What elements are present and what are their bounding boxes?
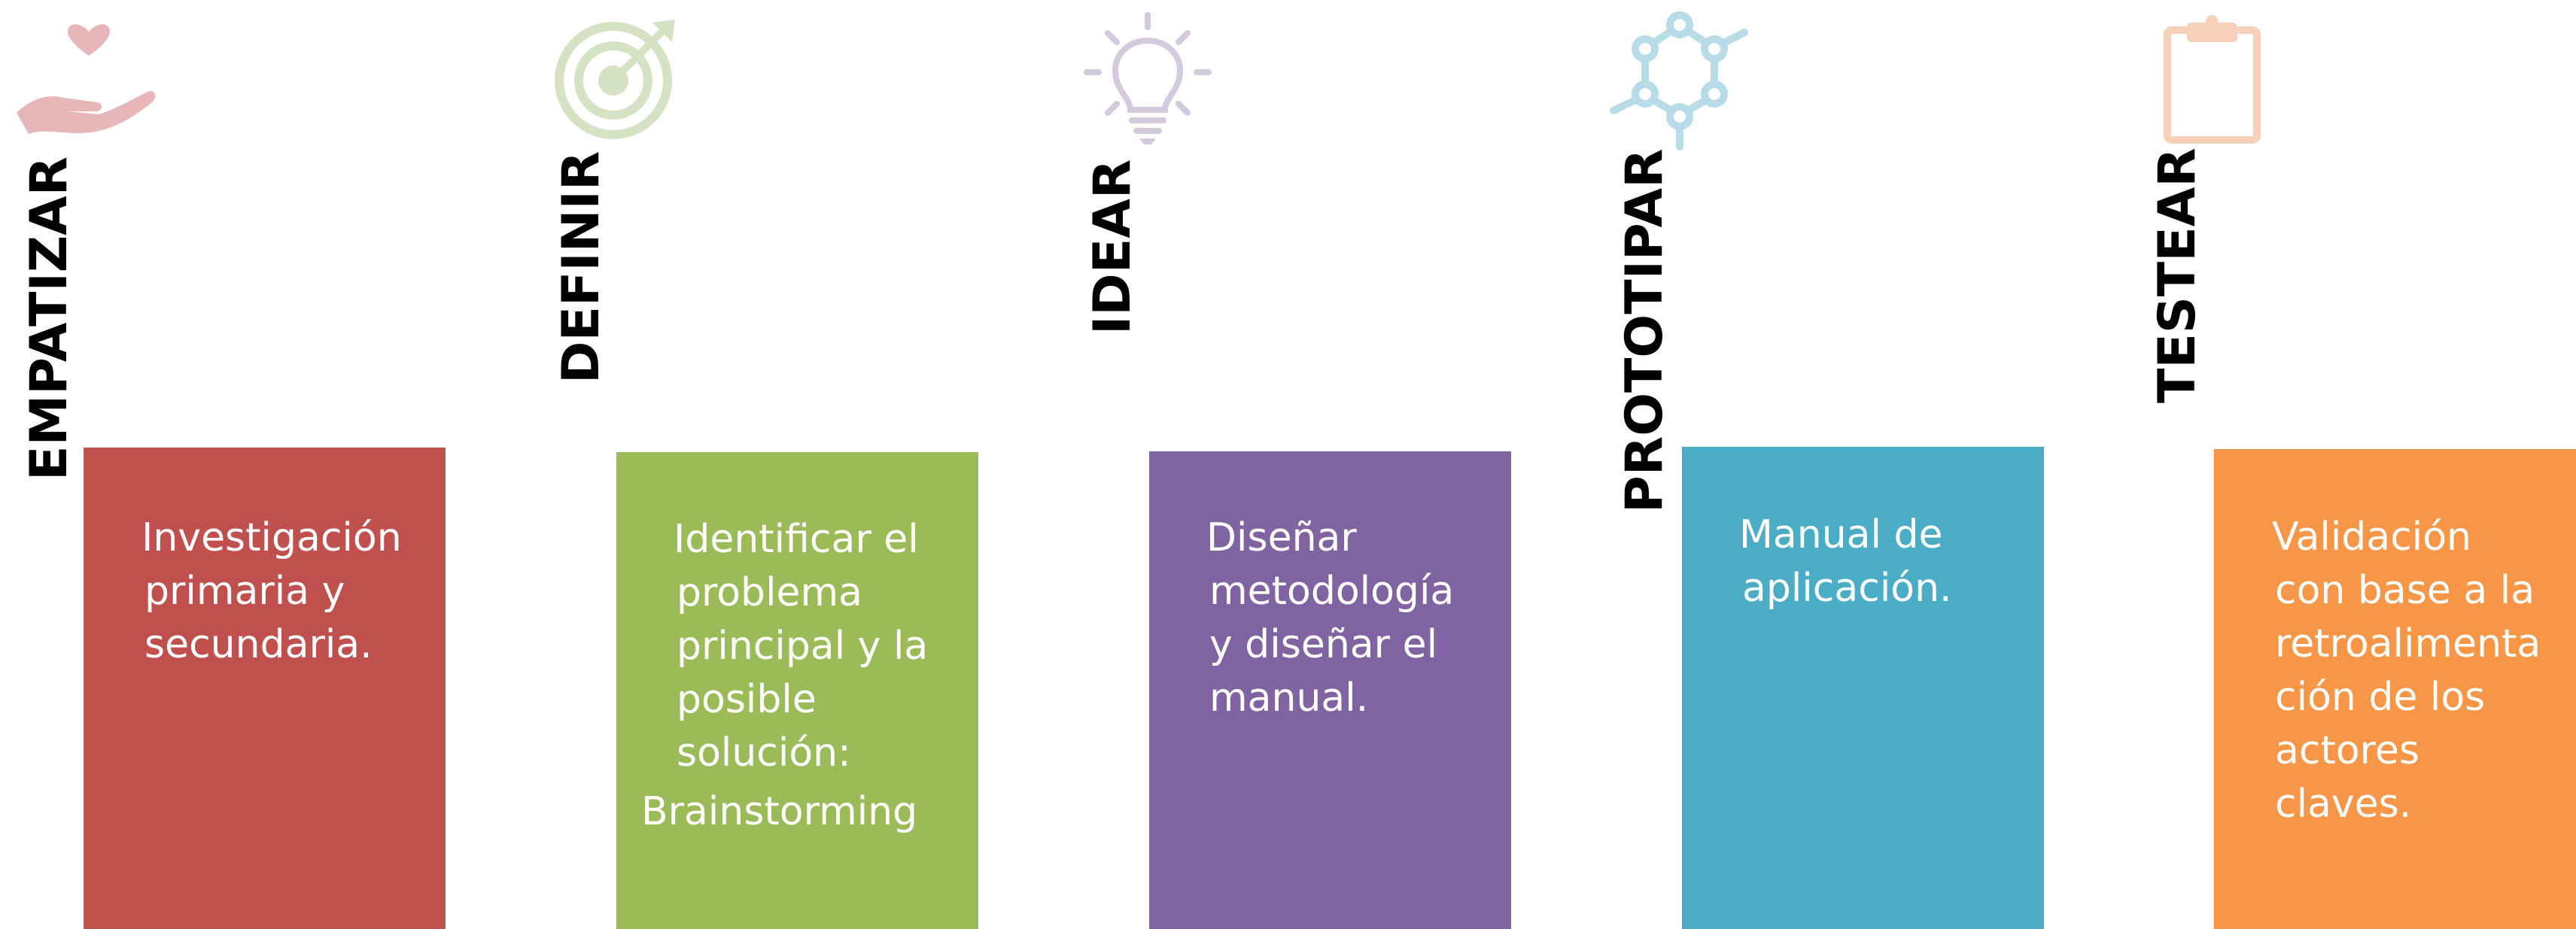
stage-text-empatizar: Investigación primaria y secundaria. [141,512,402,672]
text-line: retroalimenta [2275,621,2541,666]
svg-text:PROTOTIPAR: PROTOTIPAR [1615,149,1674,513]
text-line: primaria y [144,569,345,614]
text-line: actores [2275,728,2419,773]
text-line: Identificar el [674,517,919,562]
svg-text:EMPATIZAR: EMPATIZAR [20,156,79,481]
text-line: claves. [2275,782,2412,827]
text-line: solución: [677,730,851,776]
stage-text-idear: Diseñar metodología y diseñar el manual. [1206,512,1454,725]
text-line: Validación [2272,515,2471,560]
stage-text-prototipar: Manual de aplicación. [1739,509,1952,615]
text-line: principal y la [677,624,929,669]
text-line: con base a la [2275,568,2535,613]
stage-title-empatizar: EMPATIZAR [14,143,81,489]
svg-text:IDEAR: IDEAR [1083,159,1142,335]
stage-title-prototipar: PROTOTIPAR [1609,143,1677,519]
target-arrow-icon [553,17,677,141]
stage-extra-definir: Brainstorming [641,789,918,834]
stage-box-prototipar [1682,447,2044,929]
text-line: Manual de [1739,512,1943,557]
stage-text-testear: Validación con base a la retroalimenta c… [2272,511,2541,831]
text-line: problema [677,570,863,615]
stage-box-empatizar [84,448,446,929]
stage-box-idear [1149,451,1511,929]
stage-title-definir: DEFINIR [546,143,613,399]
stage-box-testear [2214,449,2576,929]
text-line: secundaria. [144,622,373,667]
stage-title-testear: TESTEAR [2142,143,2210,414]
network-molecule-icon [1609,11,1748,150]
text-line: manual. [1209,675,1369,721]
text-line: Investigación [141,515,402,560]
clipboard-icon [2161,15,2263,144]
stage-text-definir: Identificar el problema principal y la p… [674,513,928,780]
heart-in-hand-icon [15,24,156,137]
text-line: Diseñar [1206,515,1357,560]
text-line: y diseñar el [1209,622,1438,667]
text-line: aplicación. [1742,566,1952,611]
lightbulb-icon [1084,12,1212,145]
text-line: ción de los [2275,675,2486,720]
stage-title-idear: IDEAR [1077,143,1145,346]
text-line: metodología [1209,569,1455,614]
stage-box-definir [616,452,978,929]
svg-text:TESTEAR: TESTEAR [2148,147,2207,403]
svg-text:DEFINIR: DEFINIR [552,151,611,384]
text-line: posible [677,677,817,722]
